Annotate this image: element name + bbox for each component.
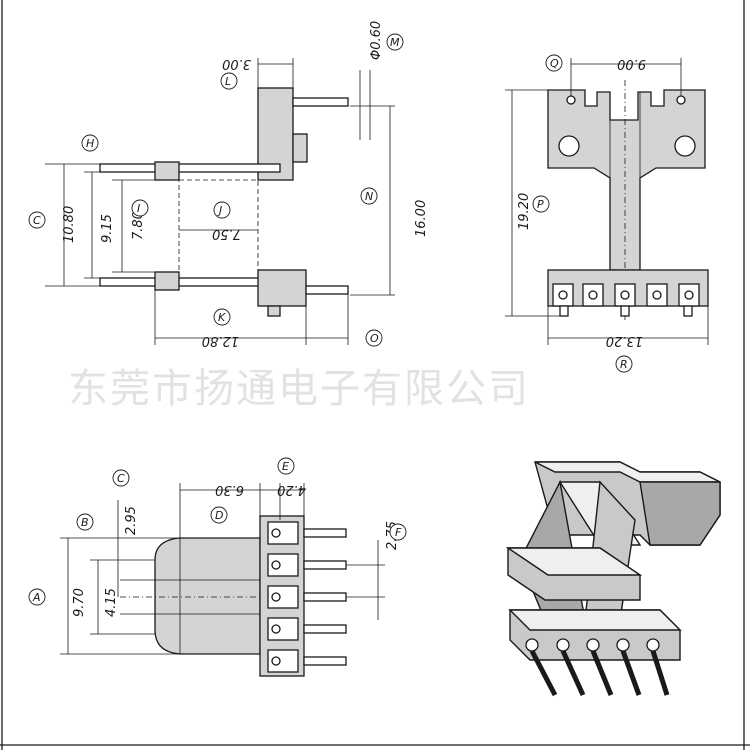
top-pin: [292, 97, 349, 107]
front-hole-right: [674, 135, 696, 157]
label-O: O: [370, 332, 379, 345]
dim-M: Φ0.60: [369, 21, 384, 60]
lower-arm: [99, 277, 281, 287]
label-J: J: [217, 204, 222, 217]
dim-R: 13.20: [606, 333, 643, 348]
iso-pins: [525, 638, 670, 697]
core-outline: [178, 179, 259, 279]
front-hole-left: [558, 135, 580, 157]
front-view: 9.00 19.20 13.20 Q P R: [505, 54, 709, 373]
side-view: 3.00 Φ0.60 16.00 10.80 9.15 7.80 7.50 12…: [28, 21, 429, 348]
dim-C2: 2.95: [124, 506, 139, 535]
label-M: M: [390, 36, 400, 49]
dim-B: 4.15: [104, 588, 119, 617]
bobbin-body-side: [154, 537, 261, 655]
label-Q: Q: [550, 57, 559, 70]
label-I: I: [137, 202, 140, 215]
isometric-view: [505, 461, 721, 697]
upper-arm-tip: [154, 161, 180, 181]
dim-L: 3.00: [222, 56, 251, 71]
label-P: P: [537, 198, 544, 211]
bottom-pin: [305, 285, 349, 295]
dim-I2: 7.80: [131, 211, 146, 240]
bottom-pin-row: [267, 521, 299, 673]
dim-E: 4.20: [277, 482, 306, 497]
lower-arm-tip: [154, 271, 180, 291]
upper-arm: [99, 163, 281, 173]
label-B: B: [81, 516, 89, 529]
label-K: K: [218, 311, 226, 324]
label-N: N: [365, 190, 373, 203]
dim-P: 19.20: [517, 193, 532, 230]
watermark-text: 东莞市扬通电子有限公司: [68, 366, 530, 412]
top-flange-stub: [292, 133, 308, 163]
front-pin-row: [552, 283, 700, 307]
front-top-flange: [547, 89, 706, 271]
label-D: D: [215, 509, 223, 522]
dim-I: 9.15: [100, 214, 115, 243]
dim-D: 6.30: [215, 482, 244, 497]
bottom-flange: [257, 269, 307, 307]
dim-N: 16.00: [414, 200, 429, 237]
label-E: E: [282, 460, 289, 473]
label-L: L: [225, 75, 231, 88]
label-C: C: [33, 214, 41, 227]
label-C-bottom: C: [117, 472, 125, 485]
dim-C: 10.80: [62, 206, 77, 243]
label-R: R: [620, 358, 628, 371]
bottom-view: 6.30 4.20 2.95 4.15 9.70 2.75 C D E F B …: [28, 457, 407, 677]
dim-Q: 9.00: [617, 56, 646, 71]
dim-J: 7.50: [212, 226, 241, 241]
label-H: H: [86, 137, 94, 150]
bottom-foot: [267, 305, 281, 317]
label-F: F: [395, 526, 402, 539]
dim-A: 9.70: [72, 588, 87, 617]
label-A: A: [32, 591, 41, 604]
dim-K: 12.80: [202, 333, 239, 348]
